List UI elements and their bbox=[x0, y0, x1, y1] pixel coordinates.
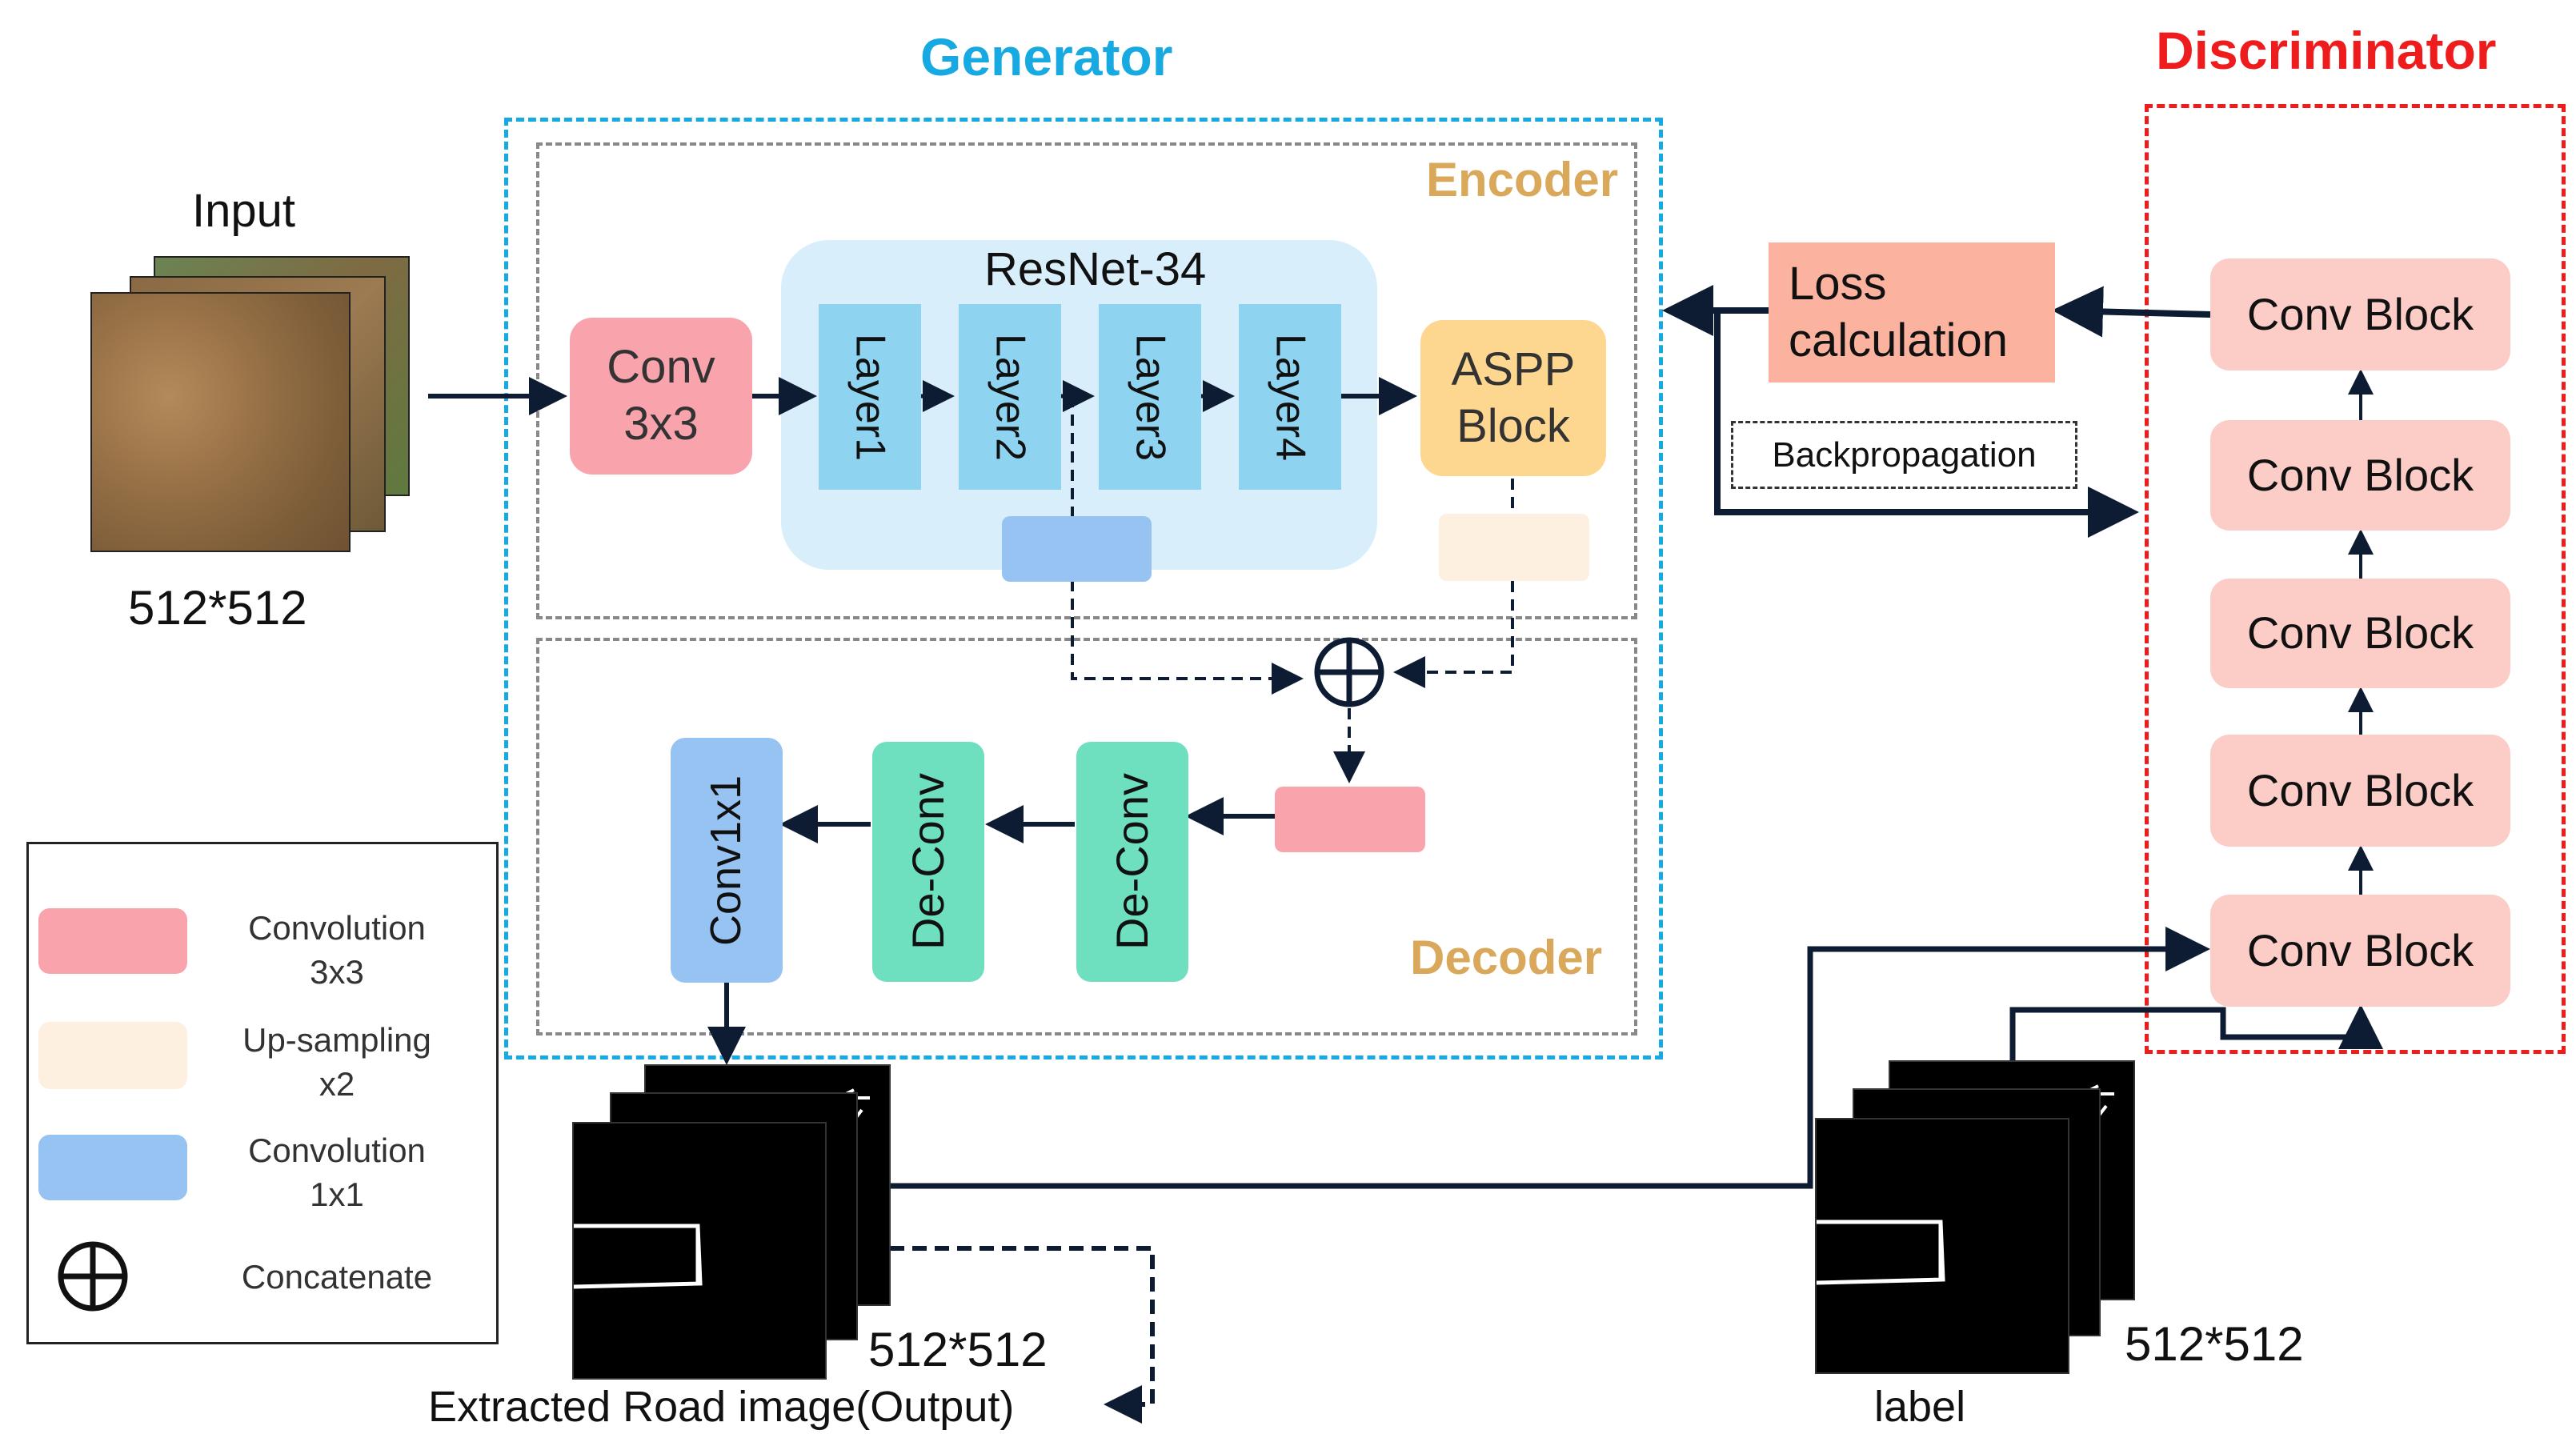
concatenate-icon bbox=[58, 1241, 128, 1312]
decoder-frame bbox=[536, 638, 1637, 1035]
deconv-block-2: De-Conv bbox=[1076, 742, 1188, 982]
deconv-block-1: De-Conv bbox=[872, 742, 984, 982]
layer3-block: Layer3 bbox=[1099, 304, 1201, 490]
label-size: 512*512 bbox=[2125, 1317, 2304, 1371]
legend-label-conv3x3: Convolution 3x3 bbox=[248, 909, 426, 991]
legend-swatch-conv1x1 bbox=[38, 1135, 187, 1200]
legend-swatch-upsample bbox=[38, 1022, 187, 1089]
discriminator-conv-block-3: Conv Block bbox=[2210, 579, 2510, 688]
dashed-output-caption-arrow bbox=[890, 1246, 1155, 1424]
discriminator-conv-block-4: Conv Block bbox=[2210, 420, 2510, 531]
input-image-front bbox=[90, 292, 351, 552]
output-caption: Extracted Road image(Output) bbox=[428, 1383, 1015, 1431]
conv3x3-block: Conv 3x3 bbox=[570, 318, 752, 475]
legend-label-concatenate: Concatenate bbox=[241, 1258, 433, 1296]
resnet-title: ResNet-34 bbox=[984, 243, 1207, 295]
output-image-front bbox=[572, 1122, 827, 1380]
layer4-block: Layer4 bbox=[1239, 304, 1341, 490]
dashed-conv1x1-to-concat bbox=[1071, 580, 1304, 695]
legend-swatch-conv3x3 bbox=[38, 908, 187, 974]
discriminator-title: Discriminator bbox=[2156, 21, 2497, 80]
generator-frame bbox=[504, 118, 1663, 1059]
encoder-title: Encoder bbox=[1426, 153, 1619, 206]
output-size: 512*512 bbox=[868, 1323, 1048, 1376]
legend-label-conv1x1: Convolution 1x1 bbox=[248, 1132, 426, 1213]
discriminator-conv-block-1: Conv Block bbox=[2210, 895, 2510, 1007]
conv1x1-output-block: Conv1x1 bbox=[671, 738, 783, 983]
concatenate-icon bbox=[1314, 637, 1384, 707]
arrow-output-to-discriminator bbox=[890, 927, 2210, 1189]
generator-title: Generator bbox=[920, 27, 1173, 86]
discriminator-conv-block-2: Conv Block bbox=[2210, 735, 2510, 847]
conv1x1-skip-block bbox=[1002, 516, 1152, 582]
layer2-block: Layer2 bbox=[959, 304, 1061, 490]
aspp-block: ASPP Block bbox=[1420, 320, 1606, 476]
arrow-backprop-to-discriminator bbox=[1714, 310, 2139, 538]
label-image-front bbox=[1815, 1118, 2069, 1374]
discriminator-conv-block-5: Conv Block bbox=[2210, 258, 2510, 371]
arrow-disc-to-loss bbox=[2052, 286, 2211, 338]
arrow-label-to-discriminator bbox=[2009, 1004, 2383, 1060]
label-caption: label bbox=[1874, 1383, 1966, 1431]
dashed-upsample-to-concat bbox=[1393, 581, 1514, 688]
discriminator-frame bbox=[2145, 104, 2566, 1054]
decoder-title: Decoder bbox=[1410, 931, 1603, 984]
layer1-block: Layer1 bbox=[819, 304, 921, 490]
input-label: Input bbox=[192, 185, 295, 237]
legend: Convolution 3x3 Up-sampling x2 Convoluti… bbox=[26, 842, 499, 1344]
loss-calculation-block: Loss calculation bbox=[1769, 242, 2055, 383]
upsample-block bbox=[1439, 514, 1589, 581]
legend-label-upsample: Up-sampling x2 bbox=[242, 1021, 431, 1103]
decoder-conv3x3-block bbox=[1275, 787, 1425, 852]
backpropagation-label: Backpropagation bbox=[1731, 421, 2077, 489]
input-size: 512*512 bbox=[128, 581, 307, 635]
